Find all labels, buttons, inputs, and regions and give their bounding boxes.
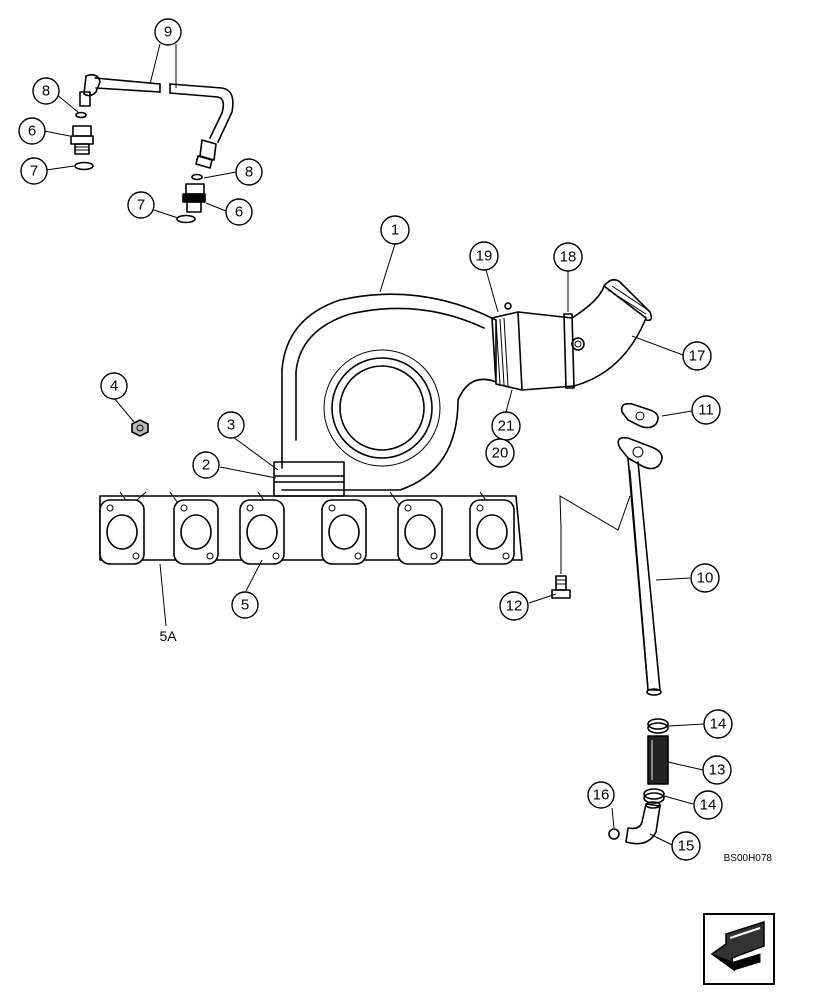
figure-code: BS00H078 xyxy=(724,853,773,864)
svg-text:21: 21 xyxy=(498,418,515,435)
callout-12: 12 xyxy=(499,591,529,621)
callout-3: 3 xyxy=(217,411,245,439)
callout-18: 18 xyxy=(553,242,583,272)
seal-ring-8b xyxy=(191,173,203,181)
callout-14b: 14 xyxy=(693,790,723,820)
callout-8a: 8 xyxy=(32,77,60,105)
oil-supply-line xyxy=(79,74,234,169)
callout-19: 19 xyxy=(469,241,499,271)
svg-text:12: 12 xyxy=(506,598,523,615)
svg-text:18: 18 xyxy=(560,249,577,266)
callout-4: 4 xyxy=(100,372,128,400)
svg-text:19: 19 xyxy=(476,248,493,265)
svg-text:5: 5 xyxy=(241,597,249,614)
svg-text:1: 1 xyxy=(391,222,399,239)
svg-text:8: 8 xyxy=(42,83,50,100)
svg-text:6: 6 xyxy=(28,123,36,140)
svg-text:13: 13 xyxy=(709,762,726,779)
svg-text:11: 11 xyxy=(698,402,714,419)
label-5a: 5A xyxy=(159,628,177,644)
callout-21: 21 xyxy=(491,411,521,441)
svg-text:2: 2 xyxy=(202,457,210,474)
previous-page-arrow-button[interactable] xyxy=(703,913,775,985)
elbow-tube-15 xyxy=(625,801,661,845)
svg-text:20: 20 xyxy=(492,445,509,462)
callout-10: 10 xyxy=(690,563,720,593)
callout-8b: 8 xyxy=(235,158,263,186)
drain-tube-10 xyxy=(617,436,663,696)
arrow-left-down-icon xyxy=(710,920,765,972)
outlet-elbow-17 xyxy=(517,278,653,391)
hose-13 xyxy=(647,735,669,785)
svg-text:4: 4 xyxy=(110,378,118,395)
callout-16: 16 xyxy=(587,781,615,809)
svg-text:8: 8 xyxy=(245,164,253,181)
callout-15: 15 xyxy=(671,831,701,861)
svg-text:10: 10 xyxy=(697,570,714,587)
gasket-11 xyxy=(620,402,659,429)
callout-7b: 7 xyxy=(127,191,155,219)
clamp-14a xyxy=(647,718,669,734)
callout-5: 5 xyxy=(231,591,259,619)
svg-text:15: 15 xyxy=(678,838,695,855)
exhaust-manifold xyxy=(99,491,523,565)
svg-text:7: 7 xyxy=(137,197,145,214)
clamp-14b xyxy=(643,788,665,804)
svg-text:3: 3 xyxy=(227,417,235,434)
bolt-location-line xyxy=(559,495,631,574)
o-ring-7a xyxy=(74,161,94,171)
manifold-ports xyxy=(99,499,515,565)
o-ring-16 xyxy=(608,828,620,840)
adapter-fitting-6a xyxy=(70,125,94,155)
o-ring-7b xyxy=(176,214,196,224)
svg-text:14: 14 xyxy=(700,797,717,814)
seal-ring-8a xyxy=(75,111,87,119)
svg-text:14: 14 xyxy=(710,716,727,733)
turbocharger xyxy=(273,293,523,497)
adapter-fitting-6b xyxy=(182,183,206,213)
callout-17: 17 xyxy=(682,341,712,371)
svg-text:16: 16 xyxy=(593,787,610,804)
callout-6a: 6 xyxy=(18,117,46,145)
svg-text:9: 9 xyxy=(164,24,172,41)
callout-6b: 6 xyxy=(225,198,253,226)
callout-11: 11 xyxy=(691,395,721,425)
leader-lines xyxy=(43,43,705,846)
callout-9: 9 xyxy=(154,18,182,46)
callout-1: 1 xyxy=(380,215,410,245)
callout-13: 13 xyxy=(702,755,732,785)
callout-2: 2 xyxy=(192,451,220,479)
svg-text:7: 7 xyxy=(30,163,38,180)
callout-14a: 14 xyxy=(703,709,733,739)
nut-4 xyxy=(131,419,149,437)
callout-7a: 7 xyxy=(20,157,48,185)
svg-text:6: 6 xyxy=(235,204,243,221)
callout-20: 20 xyxy=(485,438,515,468)
svg-text:17: 17 xyxy=(689,348,706,365)
